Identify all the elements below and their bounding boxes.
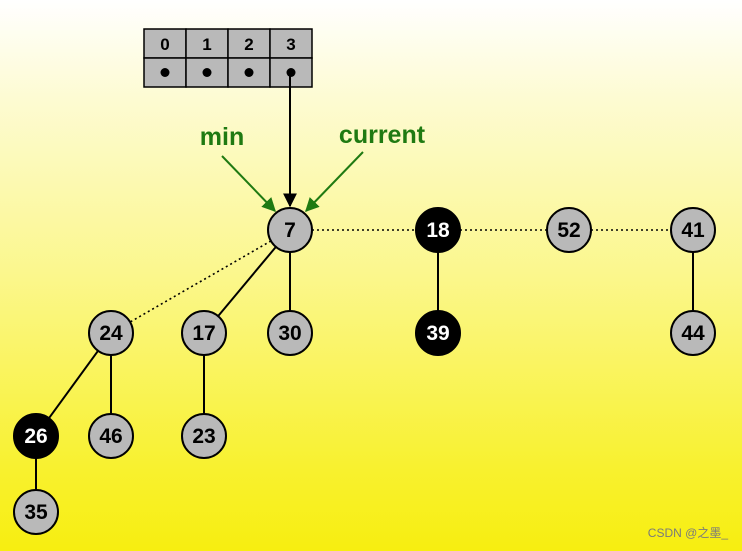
degree-table-index-cell bbox=[269, 28, 313, 59]
heap-node-18: 18 bbox=[415, 207, 461, 253]
degree-table-pointer-dot bbox=[160, 68, 170, 77]
heap-node-46: 46 bbox=[88, 413, 134, 459]
node-circle bbox=[13, 489, 59, 535]
node-key-label: 23 bbox=[192, 425, 215, 448]
node-key-label: 52 bbox=[557, 219, 580, 242]
node-key-label: 24 bbox=[99, 322, 123, 345]
heap-node-30: 30 bbox=[267, 310, 313, 356]
degree-table-index-label: 1 bbox=[202, 35, 211, 54]
edge-child-n24-n26 bbox=[48, 350, 99, 419]
marked-node-circle bbox=[415, 310, 461, 356]
node-circle bbox=[267, 207, 313, 253]
node-circle bbox=[267, 310, 313, 356]
degree-table-pointer-dot bbox=[244, 68, 254, 77]
heap-node-52: 52 bbox=[546, 207, 592, 253]
min-pointer-label: min bbox=[200, 123, 244, 151]
heap-node-17: 17 bbox=[181, 310, 227, 356]
node-circle bbox=[181, 413, 227, 459]
nodes-layer: 7 18 52 41 24 17 30 39 44 26 46 23 35 bbox=[13, 207, 716, 535]
node-circle bbox=[88, 413, 134, 459]
node-key-label: 46 bbox=[99, 425, 122, 448]
degree-table-index-label: 0 bbox=[160, 35, 169, 54]
degree-table-pointer-dot bbox=[202, 68, 212, 77]
heap-node-24: 24 bbox=[88, 310, 134, 356]
min-pointer-arrow bbox=[221, 155, 276, 213]
heap-node-26: 26 bbox=[13, 413, 59, 459]
node-key-label: 18 bbox=[426, 219, 450, 242]
node-circle bbox=[546, 207, 592, 253]
node-circle bbox=[670, 310, 716, 356]
edges-layer bbox=[35, 229, 694, 490]
node-key-label: 7 bbox=[284, 219, 296, 242]
edge-root-list-n7-n24 bbox=[129, 240, 272, 323]
current-pointer-arrow bbox=[305, 151, 364, 213]
edge-child-n7-n17 bbox=[217, 246, 277, 317]
node-circle bbox=[88, 310, 134, 356]
heap-node-44: 44 bbox=[670, 310, 716, 356]
heap-node-23: 23 bbox=[181, 413, 227, 459]
node-key-label: 41 bbox=[681, 219, 705, 242]
watermark: CSDN @之墨_ bbox=[647, 526, 728, 540]
node-circle bbox=[181, 310, 227, 356]
node-key-label: 30 bbox=[278, 322, 301, 345]
node-key-label: 26 bbox=[24, 425, 47, 448]
degree-table: 0 1 2 3 bbox=[143, 28, 313, 88]
pointers-layer: min current bbox=[200, 73, 426, 213]
heap-node-39: 39 bbox=[415, 310, 461, 356]
node-key-label: 17 bbox=[192, 322, 215, 345]
heap-node-35: 35 bbox=[13, 489, 59, 535]
degree-table-index-cell bbox=[143, 28, 187, 59]
marked-node-circle bbox=[13, 413, 59, 459]
degree-table-index-label: 3 bbox=[286, 35, 295, 54]
node-key-label: 35 bbox=[24, 501, 48, 524]
marked-node-circle bbox=[415, 207, 461, 253]
current-pointer-label: current bbox=[339, 121, 426, 149]
heap-node-7: 7 bbox=[267, 207, 313, 253]
heap-node-41: 41 bbox=[670, 207, 716, 253]
node-circle bbox=[670, 207, 716, 253]
degree-table-pointer-dot bbox=[286, 68, 296, 77]
node-key-label: 39 bbox=[426, 322, 449, 345]
degree-table-index-label: 2 bbox=[244, 35, 253, 54]
node-key-label: 44 bbox=[681, 322, 705, 345]
